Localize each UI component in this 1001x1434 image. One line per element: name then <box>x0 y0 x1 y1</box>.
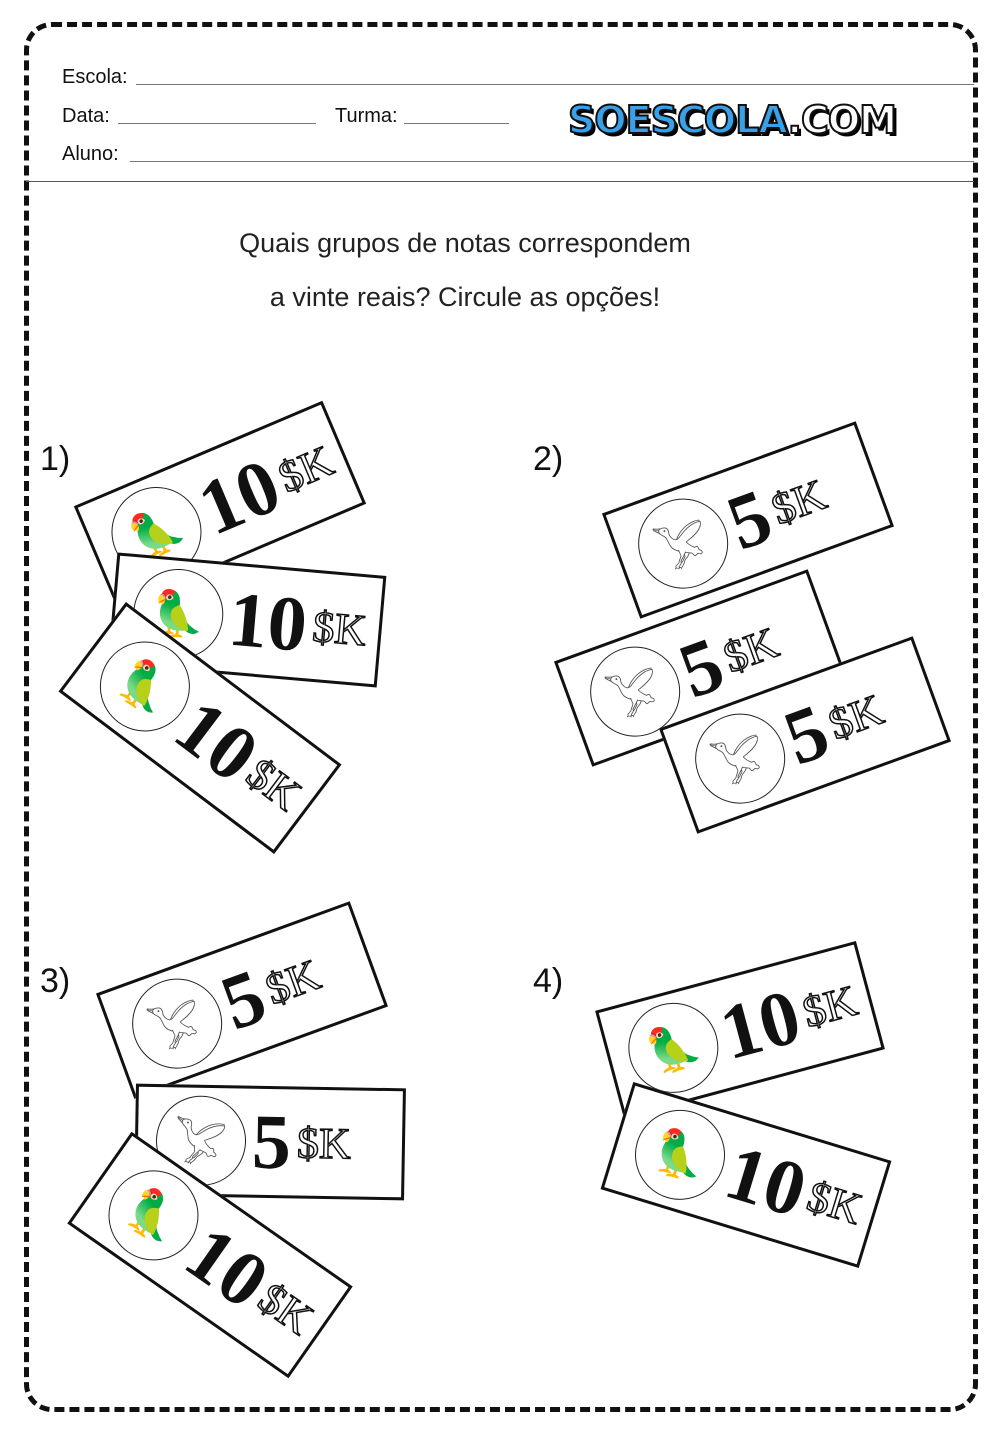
option-label: 1) <box>40 440 71 478</box>
logo-suffix: .COM <box>787 97 898 143</box>
parrot-icon: 🦜 <box>623 1098 737 1212</box>
note-currency: $K <box>270 435 340 503</box>
class-field[interactable] <box>404 123 509 124</box>
note-currency: $K <box>797 975 863 1038</box>
note-value: 5 <box>251 1097 292 1186</box>
class-label: Turma: <box>335 105 398 127</box>
note-value: 10 <box>711 971 810 1077</box>
option-label: 3) <box>40 962 71 1000</box>
note-currency: $K <box>258 949 327 1015</box>
question-line-1: Quais grupos de notas correspondem <box>239 228 691 258</box>
note-currency: $K <box>764 469 833 535</box>
header-divider <box>26 181 974 182</box>
date-label: Data: <box>62 105 110 127</box>
note-currency: $K <box>801 1170 868 1234</box>
date-field[interactable] <box>118 123 316 124</box>
option-label: 2) <box>533 440 564 478</box>
note-currency: $K <box>821 684 890 750</box>
dashed-border <box>24 22 978 1412</box>
student-field[interactable] <box>130 161 974 162</box>
school-field[interactable] <box>136 84 974 85</box>
note-value: 10 <box>716 1127 817 1234</box>
school-label: Escola: <box>62 66 128 88</box>
logo-text: SOESCOLA <box>567 97 790 143</box>
note-currency: $K <box>296 1117 352 1168</box>
note-currency: $K <box>310 601 369 656</box>
option-label: 4) <box>533 962 564 1000</box>
note-currency: $K <box>716 617 785 683</box>
question-line-2: a vinte reais? Circule as opções! <box>269 282 661 312</box>
student-label: Aluno: <box>62 143 119 165</box>
note-value: 10 <box>225 574 311 669</box>
soescola-logo: SOESCOLA.COM <box>567 97 898 143</box>
